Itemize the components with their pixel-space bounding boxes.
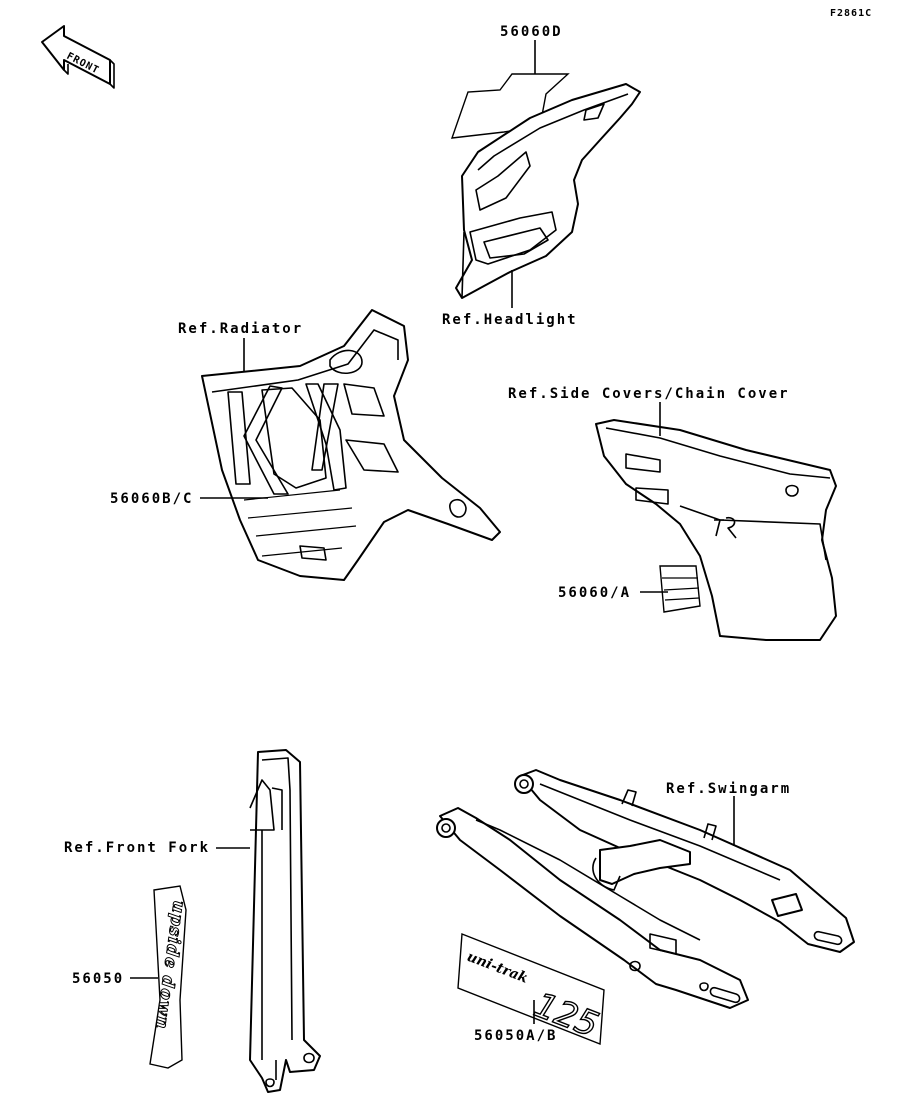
label-56060BC: 56060B/C (110, 491, 193, 507)
front-fork-guard (249, 749, 321, 1093)
fork-decal-56050: upside down (149, 885, 189, 1069)
label-ref-front-fork: Ref.Front Fork (64, 840, 210, 856)
label-ref-headlight: Ref.Headlight (442, 312, 578, 328)
swingarm-decal-56050AB: uni-trak 125 (457, 932, 605, 1046)
radiator-shroud (201, 309, 501, 581)
side-cover (595, 419, 837, 641)
label-ref-side-covers: Ref.Side Covers/Chain Cover (508, 386, 790, 402)
label-56050: 56050 (72, 971, 124, 987)
label-56060D: 56060D (500, 24, 563, 40)
label-ref-swingarm: Ref.Swingarm (666, 781, 791, 797)
label-ref-radiator: Ref.Radiator (178, 321, 303, 337)
swingarm (436, 769, 855, 1009)
label-56060A: 56060/A (558, 585, 631, 601)
label-56050AB: 56050A/B (474, 1028, 557, 1044)
figure-code: F2861C (830, 8, 872, 19)
headlight-cover (450, 73, 641, 299)
radiator-decal-kdx (227, 383, 347, 495)
front-arrow-icon: FRONT (41, 25, 115, 89)
